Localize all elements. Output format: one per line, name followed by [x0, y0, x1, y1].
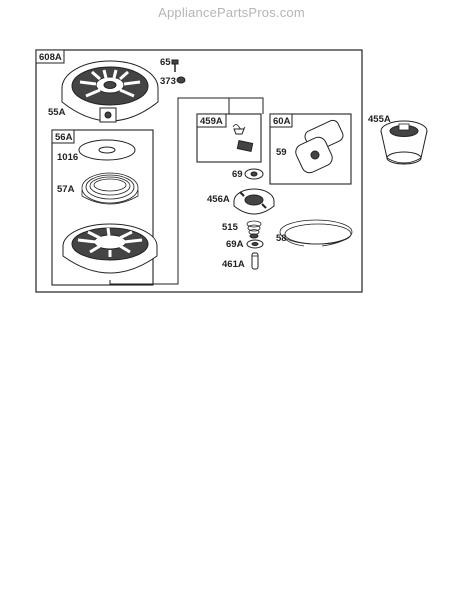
pin-461a-drawing: [251, 252, 259, 270]
part-label-373: 373: [160, 76, 176, 87]
part-label-58: 58: [276, 233, 287, 244]
retainer-456a-drawing: [233, 188, 275, 215]
screw-65-drawing: [171, 59, 179, 72]
spring-515-drawing: [246, 220, 262, 239]
washer-69-drawing: [244, 168, 264, 180]
part-label-57a: 57A: [57, 184, 75, 195]
part-label-455a: 455A: [368, 114, 391, 125]
handle-59-drawing: [295, 119, 344, 174]
group-box-56a: [51, 129, 154, 286]
spring-459a-drawing: [232, 124, 254, 152]
connector-line: [109, 97, 264, 285]
group-label-608a: 608A: [39, 52, 62, 63]
cup-455a-drawing: [380, 120, 428, 165]
group-tag-60a: [269, 113, 293, 128]
part-label-456a: 456A: [207, 194, 230, 205]
part-label-69a: 69A: [226, 239, 244, 250]
group-box-608a: [35, 49, 363, 293]
nut-373-drawing: [176, 76, 186, 84]
part-label-55a: 55A: [48, 107, 66, 118]
part-label-59: 59: [276, 147, 287, 158]
group-tag-459a: [196, 113, 227, 128]
part-label-65: 65: [160, 57, 171, 68]
watermark-text: AppliancePartsPros.com: [158, 5, 305, 20]
group-tag-56a: [51, 129, 75, 144]
group-label-56a: 56A: [55, 132, 73, 143]
washer-69a-drawing: [246, 239, 264, 249]
part-label-515: 515: [222, 222, 239, 233]
spring-57a-drawing: [81, 172, 139, 205]
housing-55a-drawing: [61, 60, 159, 123]
pulley-drawing: [62, 223, 158, 274]
rope-58-drawing: [279, 219, 353, 247]
group-tag-608a: [35, 49, 65, 64]
group-box-60a: [269, 113, 352, 185]
washer-1016-drawing: [78, 139, 136, 161]
group-label-459a: 459A: [200, 116, 223, 127]
group-label-60a: 60A: [273, 116, 291, 127]
part-label-69: 69: [232, 169, 243, 180]
part-label-1016: 1016: [57, 152, 78, 163]
part-label-461a: 461A: [222, 259, 245, 270]
